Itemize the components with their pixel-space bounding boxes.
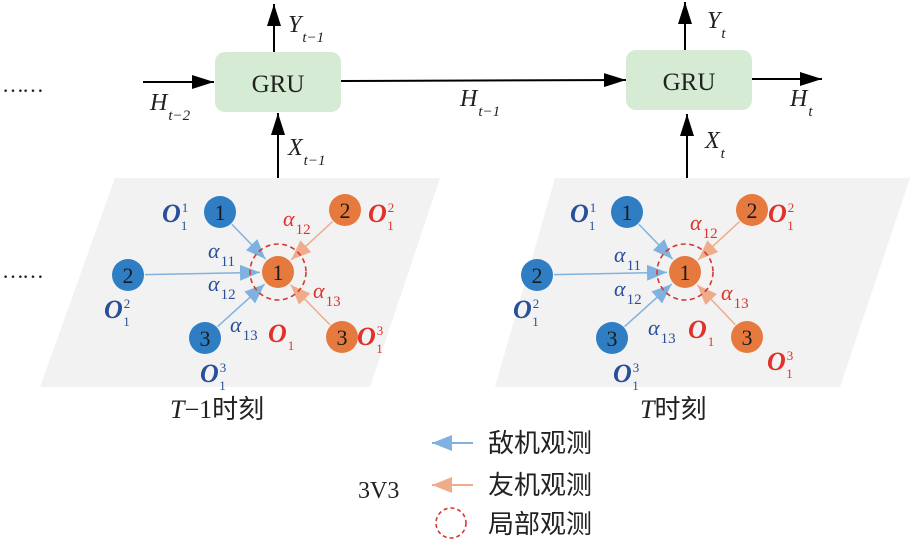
legend-label: 局部观测 (488, 510, 592, 539)
attention-weight-label: α13 (230, 312, 258, 344)
friend-node-3: 3 (731, 321, 763, 353)
enemy-node-1: 1 (204, 196, 236, 228)
attention-weight-label: α12 (283, 206, 311, 238)
svg-text:2: 2 (532, 263, 543, 288)
panel-caption-2: T时刻 (640, 395, 706, 424)
gru-label: GRU (252, 71, 305, 98)
enemy-observation-arrow (144, 264, 261, 281)
output-label-1: Yt−1 (288, 12, 324, 46)
svg-text:2: 2 (340, 198, 351, 223)
enemy-node-3: 3 (596, 322, 628, 354)
enemy-observation-arrow (553, 264, 668, 281)
enemy-observation-arrow (624, 283, 673, 328)
friend-observation-arrow (290, 284, 331, 326)
hidden-label-0: Ht−2 (149, 90, 191, 124)
legend-item-enemy: 敌机观测 (432, 429, 592, 458)
enemy-observation-arrow (638, 223, 674, 260)
gru-cell-2: GRU (626, 50, 752, 110)
svg-text:3: 3 (607, 326, 618, 351)
local-observation-icon (435, 507, 467, 539)
friend-node-3: 3 (326, 321, 358, 353)
legend-item-friend: 友机观测 (432, 471, 592, 500)
attention-weight-label: α13 (313, 278, 341, 310)
attention-weight-label: α11 (614, 242, 641, 274)
self-obs-label: O1 (688, 315, 714, 349)
svg-text:2: 2 (747, 198, 758, 223)
attention-weight-label: α11 (208, 238, 235, 270)
svg-text:1: 1 (215, 200, 226, 225)
svg-text:3: 3 (337, 325, 348, 350)
input-label-2: Xt (704, 128, 726, 162)
local-observation-circle (656, 243, 714, 301)
attention-weight-label: α13 (648, 315, 676, 347)
attention-weight-label: α13 (721, 280, 749, 312)
legend-label: 友机观测 (488, 471, 592, 500)
gru-label: GRU (663, 69, 716, 96)
legend: 3V3 敌机观测 友机观测 局部观测 (358, 429, 592, 539)
friend-node-2: 2 (736, 194, 768, 226)
ellipsis-bottom: …… (2, 258, 42, 283)
svg-text:3: 3 (742, 325, 753, 350)
enemy-observation-arrow (231, 223, 267, 260)
self-obs-label: O1 (268, 319, 294, 353)
legend-label: 敌机观测 (488, 429, 592, 458)
friend-node-2: 2 (329, 194, 361, 226)
self-agent-node: 1 (262, 256, 294, 288)
panel-plane (495, 178, 910, 387)
self-agent-node: 1 (669, 256, 701, 288)
attention-weight-label: α12 (614, 276, 642, 308)
hidden-label-2: Ht (789, 86, 813, 120)
enemy-node-3: 3 (189, 322, 221, 354)
panel-caption-1: T−1时刻 (170, 395, 264, 424)
enemy-node-2: 2 (112, 259, 144, 291)
enemy-node-1: 1 (611, 196, 643, 228)
enemy-observation-arrow (217, 283, 266, 328)
legend-scenario: 3V3 (358, 478, 399, 504)
svg-text:1: 1 (273, 260, 284, 285)
local-observation-circle (249, 243, 307, 301)
friend-observation-arrow (696, 284, 736, 326)
attention-weight-label: α12 (690, 210, 718, 242)
gru-cell-1: GRU (215, 52, 341, 112)
hidden-arrow-mid (340, 73, 627, 88)
legend-item-local: 局部观测 (435, 507, 592, 539)
ellipsis-top: …… (2, 72, 42, 97)
hidden-label-1: Ht−1 (459, 86, 500, 120)
svg-text:1: 1 (622, 200, 633, 225)
attention-weight-label: α12 (208, 271, 236, 303)
enemy-node-2: 2 (521, 259, 553, 291)
svg-text:1: 1 (680, 260, 691, 285)
svg-text:3: 3 (200, 326, 211, 351)
input-label-1: Xt−1 (287, 135, 325, 169)
svg-text:2: 2 (123, 263, 134, 288)
output-label-2: Yt (707, 8, 726, 42)
